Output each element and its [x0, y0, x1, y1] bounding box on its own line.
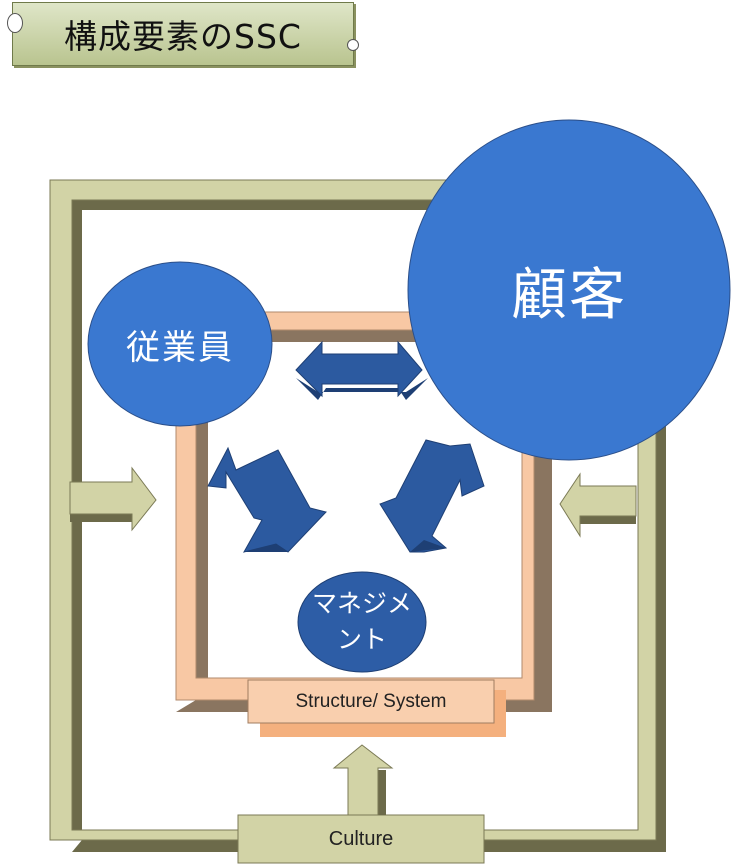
scroll-curl-left-icon: [7, 13, 23, 33]
structure-box: [247, 679, 495, 724]
left-in-arrow: [69, 466, 157, 532]
employee-customer-arrow-body: [295, 340, 423, 398]
right-in-arrow-body: [559, 472, 637, 538]
customer-label: 顧客: [511, 262, 627, 328]
employee-label: 従業員: [126, 327, 234, 368]
employee-management-arrow-body: [207, 446, 327, 553]
customer-management-arrow-shadow: [410, 540, 446, 552]
page-title: 構成要素のSSC: [64, 17, 302, 56]
employee-circle: [87, 261, 273, 427]
culture-up-arrow-body: [332, 744, 394, 816]
left-in-arrow-body: [69, 466, 157, 532]
title-banner: 構成要素のSSC: [7, 2, 359, 66]
employee-management-arrow-shadow: [244, 544, 288, 552]
scroll-curl-right-icon: [347, 39, 359, 51]
employee-customer-arrow-shadow: [296, 378, 428, 400]
structure-label: Structure/ System: [295, 690, 447, 712]
right-in-arrow: [559, 472, 637, 538]
culture-label: Culture: [328, 827, 394, 850]
employee-management-arrow: [207, 446, 327, 553]
culture-box: [237, 814, 485, 864]
management-label: マネジメント: [311, 589, 412, 654]
management-circle: [297, 571, 427, 673]
employee-customer-arrow: [295, 340, 428, 400]
customer-circle: [407, 119, 731, 461]
culture-up-arrow: [332, 744, 394, 816]
customer-management-arrow: [379, 439, 485, 553]
